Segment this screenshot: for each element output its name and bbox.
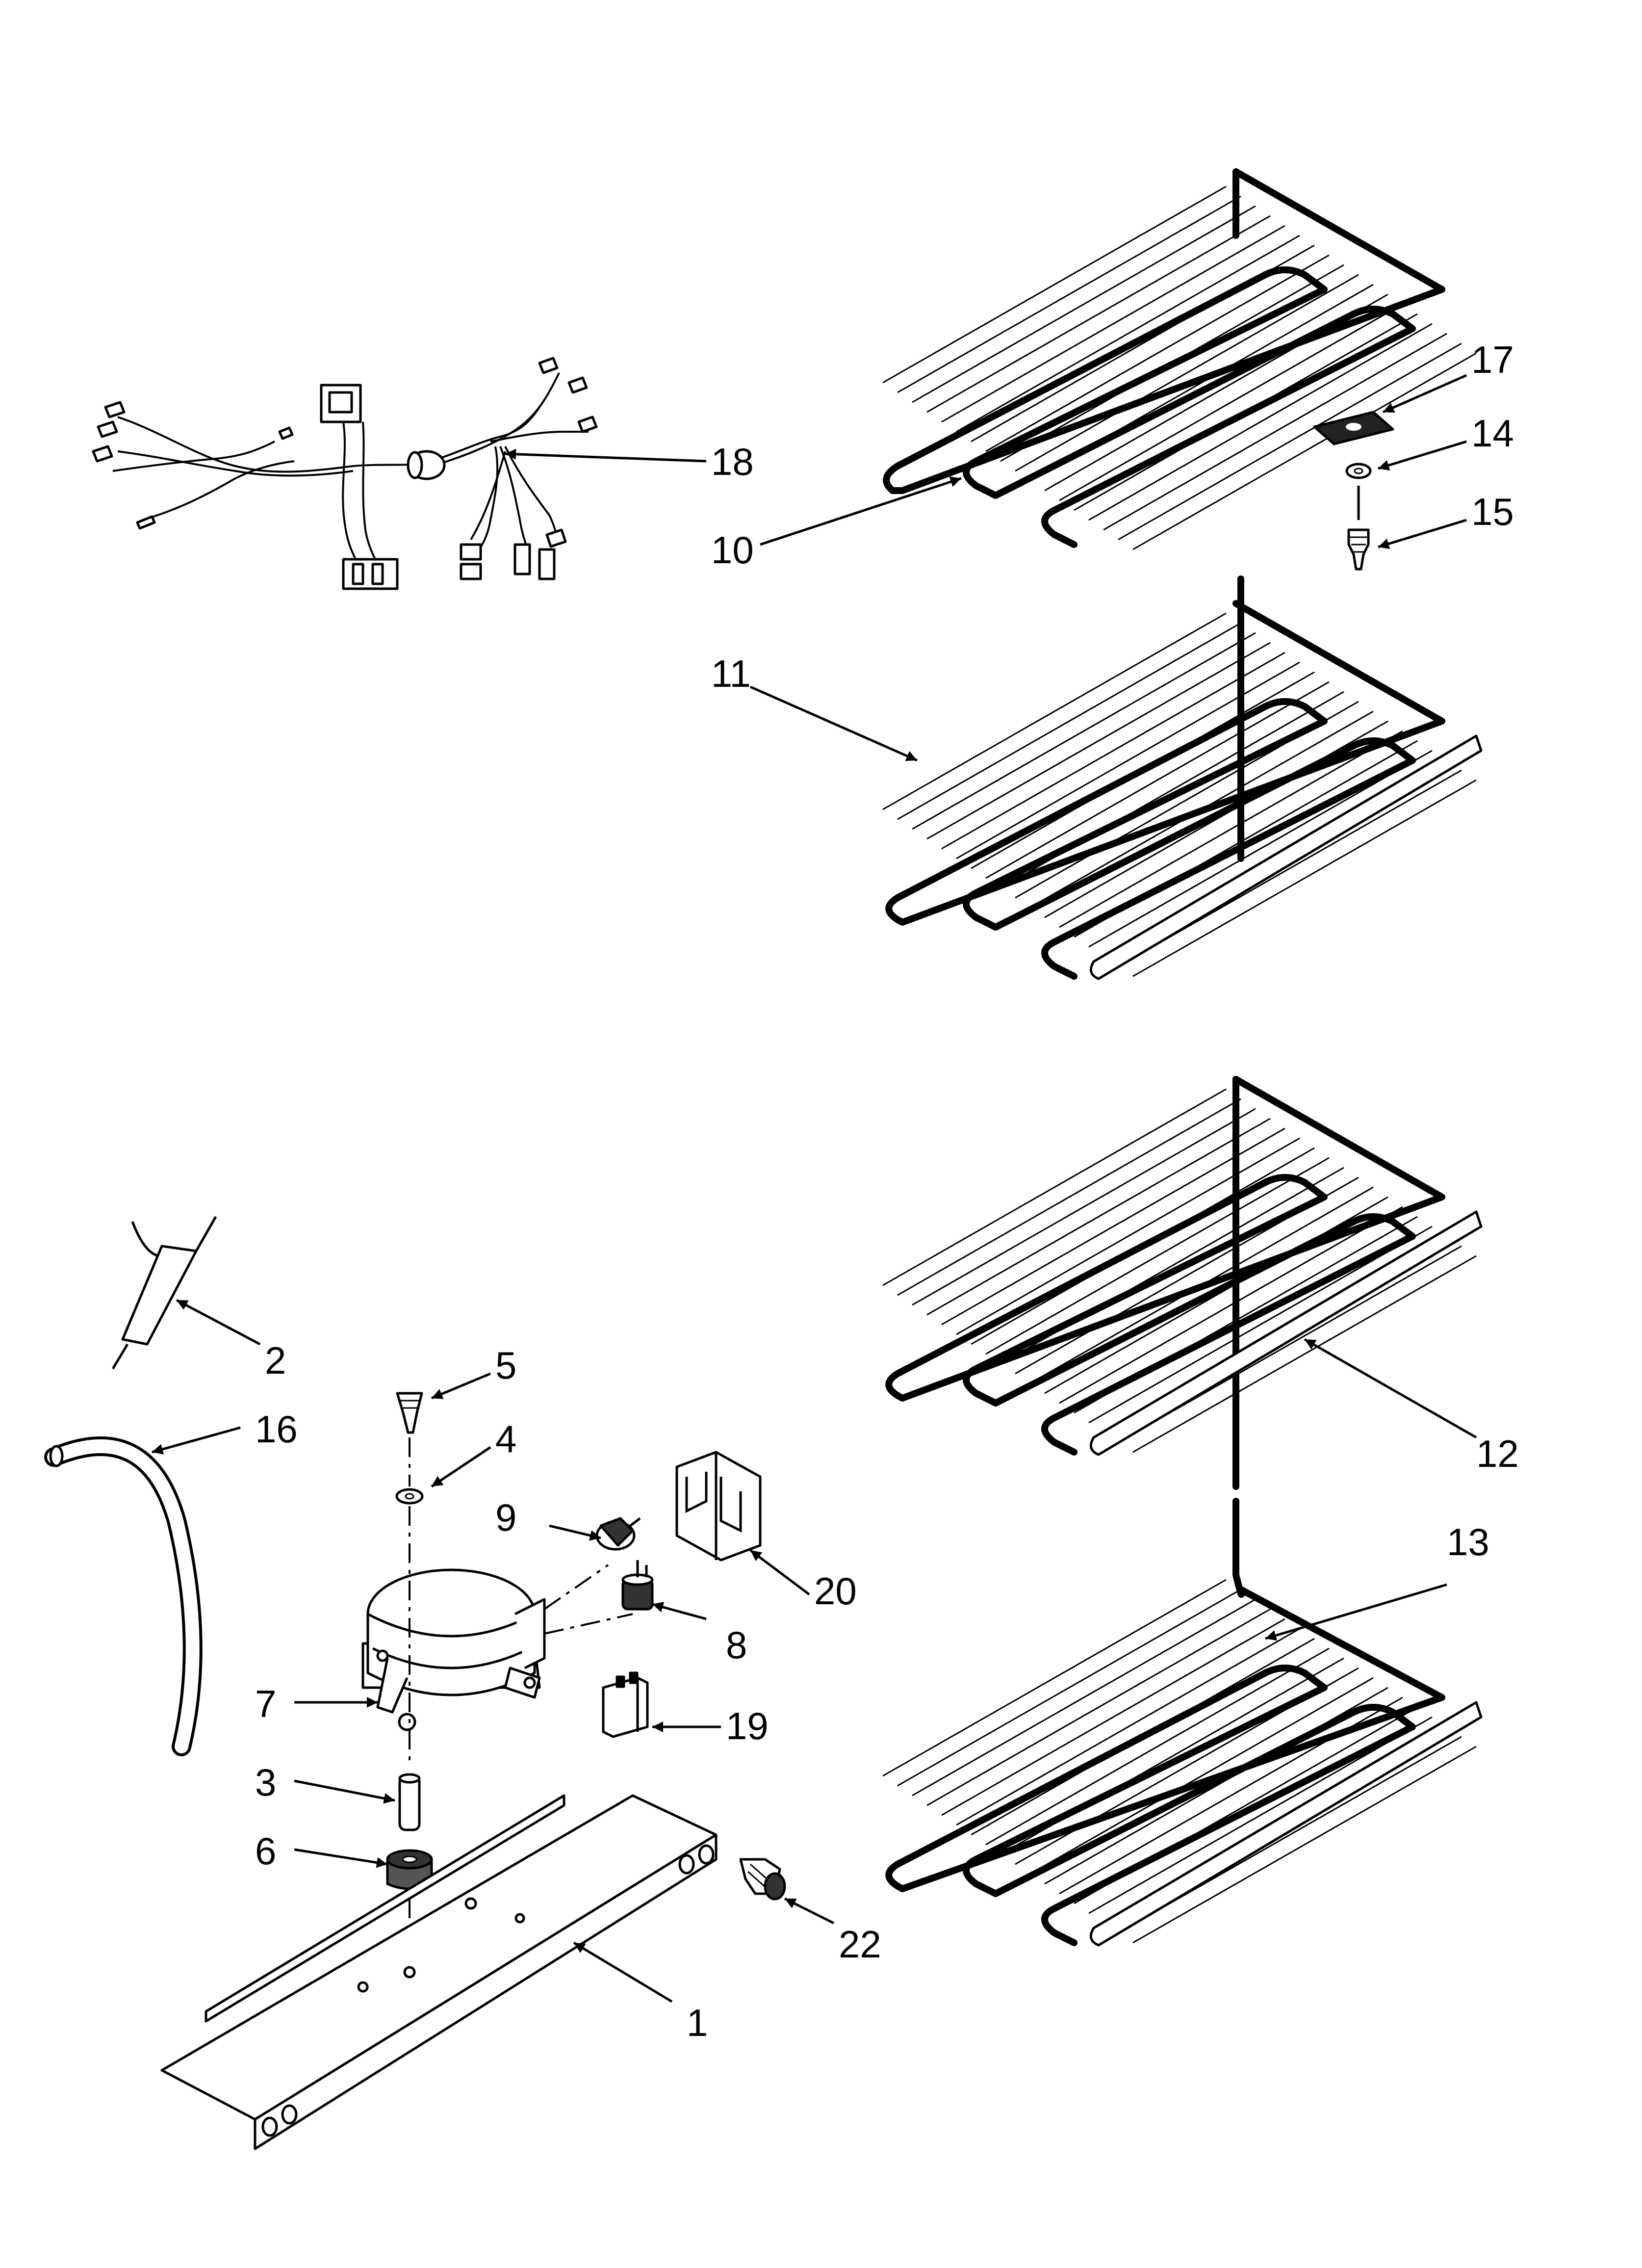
- callout-9: 9: [495, 1496, 516, 1539]
- leader-lines: [152, 374, 1477, 2003]
- callout-12: 12: [1476, 1432, 1519, 1475]
- base-plate-part-1: [160, 1794, 718, 2150]
- callout-17: 17: [1471, 338, 1514, 381]
- tubing-part-16: [44, 1436, 203, 1756]
- evaporator-coil-10: [882, 168, 1477, 550]
- callout-labels: 18 10 11 12 13 17 14 15 2 16 5 4 9 8 20 …: [255, 338, 1519, 2044]
- cover-part-20: [675, 1451, 762, 1562]
- screw-part-15: [1347, 528, 1370, 571]
- callout-18: 18: [711, 440, 754, 483]
- relay-part-8: [621, 1560, 654, 1611]
- callout-5: 5: [495, 1344, 516, 1387]
- callout-20: 20: [814, 1569, 857, 1613]
- washer-part-14: [1345, 463, 1372, 520]
- compressor-part-7: [361, 1564, 633, 1731]
- wire-harness-part: [92, 357, 598, 590]
- sleeve-part-3: [398, 1773, 421, 1831]
- callout-19: 19: [726, 1704, 769, 1747]
- evaporator-coil-11: [882, 575, 1483, 980]
- callout-15: 15: [1471, 490, 1514, 533]
- capillary-probe-part-2: [111, 1216, 217, 1370]
- callout-10: 10: [711, 528, 754, 572]
- callout-22: 22: [839, 1923, 881, 1966]
- callout-2: 2: [265, 1339, 286, 1382]
- washer-part-4: [395, 1488, 424, 1505]
- evaporator-coil-12: [882, 1076, 1483, 1490]
- callout-1: 1: [687, 2001, 708, 2044]
- callout-16: 16: [255, 1408, 298, 1451]
- callout-6: 6: [255, 1829, 276, 1873]
- screw-part-5: [396, 1392, 423, 1434]
- screw-part-22: [739, 1858, 786, 1901]
- callout-3: 3: [255, 1761, 276, 1804]
- capacitor-part-19: [602, 1671, 649, 1738]
- evaporator-coil-13: [882, 1498, 1483, 1947]
- callout-13: 13: [1447, 1520, 1489, 1564]
- callout-11: 11: [711, 652, 751, 695]
- callout-4: 4: [495, 1417, 516, 1460]
- callout-14: 14: [1471, 412, 1514, 455]
- overload-part-9: [595, 1517, 641, 1551]
- callout-8: 8: [726, 1623, 747, 1667]
- clip-part-17: [1313, 411, 1394, 445]
- callout-7: 7: [255, 1682, 276, 1725]
